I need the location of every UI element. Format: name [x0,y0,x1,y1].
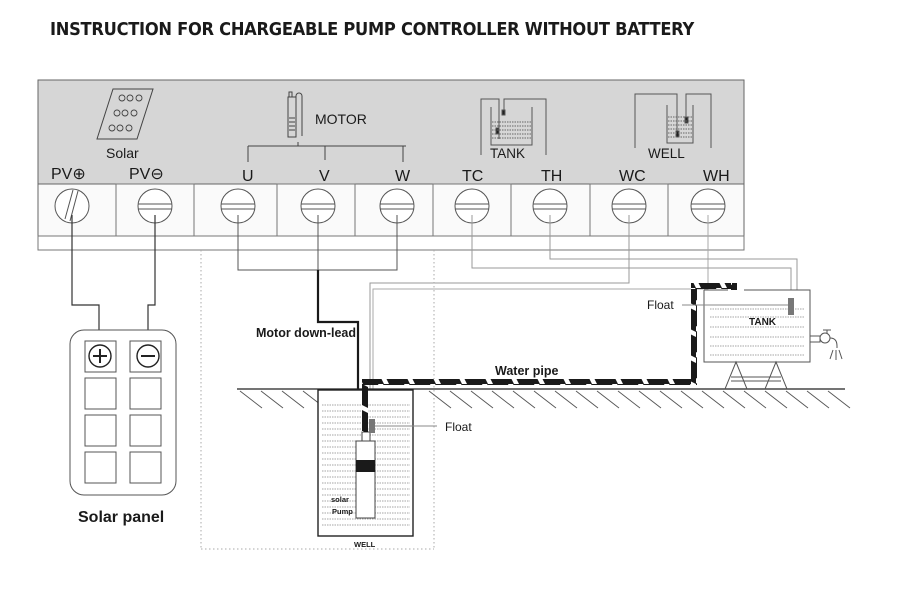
terminal-label-wc: WC [619,168,646,185]
hatch-mark [785,390,809,409]
solar-icon-label: Solar [106,145,139,161]
solar-panel [69,329,177,496]
terminal-label-wh: WH [703,168,730,185]
hatch-mark [533,390,557,409]
hatch-mark [512,390,536,409]
hatch-mark [617,390,641,409]
motor-down-lead-label: Motor down-lead [256,326,356,340]
pump-label-line1: solar [331,495,349,504]
solar-panel-label: Solar panel [78,509,164,526]
hatch-mark [554,390,578,409]
hatch-mark [659,390,683,409]
tank-float [788,298,794,315]
terminal-screws [54,188,726,224]
wire-pv-minus [147,215,156,352]
hatch-mark [239,390,263,409]
hatch-mark [449,390,473,409]
diagram-title: INSTRUCTION FOR CHARGEABLE PUMP CONTROLL… [50,20,695,40]
well-sensor-icon [634,93,712,148]
solar-wires [71,215,156,352]
terminal-label-v: V [319,168,330,185]
terminal-label-pv-minus: PV⊖ [129,166,164,183]
hatch-mark [743,390,767,409]
hatch-mark [764,390,788,409]
tank-label: TANK [749,317,777,328]
well-label: WELL [354,540,376,549]
hatch-mark [596,390,620,409]
solar-panel-minus-icon [136,344,160,368]
hatch-mark [827,390,851,409]
water-tank [703,289,843,390]
screw-v [300,188,336,224]
terminal-label-th: TH [541,168,562,185]
solar-panel-plus-icon [88,344,112,368]
tank-float-label: Float [647,298,674,312]
hatch-mark [722,390,746,409]
hatch-mark [806,390,830,409]
solar-panel-icon [96,88,154,140]
controller-panel [37,79,745,251]
hatch-mark [575,390,599,409]
well-icon-label: WELL [648,146,685,161]
hatch-mark [260,390,284,409]
ground-hatching [239,390,851,409]
wire-pv-plus [71,215,100,352]
wire-wc [369,215,630,425]
hatch-mark [470,390,494,409]
tank-sensor-icon [480,98,547,155]
hatch-mark [491,390,515,409]
well-float [369,419,375,433]
faucet-icon [809,329,843,360]
controller-base [37,235,745,251]
screw-w [379,188,415,224]
hatch-mark [638,390,662,409]
controller-label-strip [37,79,745,185]
water-pipe [362,283,737,432]
terminal-label-pv-plus: PV⊕ [51,166,86,183]
solar-pump [355,431,376,519]
dotted-boundary [200,250,435,550]
terminal-label-w: W [395,168,411,185]
screw-u [220,188,256,224]
hatch-mark [680,390,704,409]
hatch-mark [701,390,725,409]
wire-wh [372,215,709,425]
terminal-label-tc: TC [462,168,483,185]
hatch-mark [428,390,452,409]
motor-icon-label: MOTOR [315,111,367,127]
well-float-label: Float [445,420,472,434]
terminal-label-u: U [242,168,254,185]
screw-tc [454,188,490,224]
wire-th [549,215,798,298]
water-pipe-label: Water pipe [495,364,558,378]
hatch-mark [281,390,305,409]
motor-down-lead-wire [316,270,360,432]
pump-label-line2: Pump [332,507,353,516]
tank-icon-label: TANK [490,146,525,161]
motor-icon [247,91,406,162]
